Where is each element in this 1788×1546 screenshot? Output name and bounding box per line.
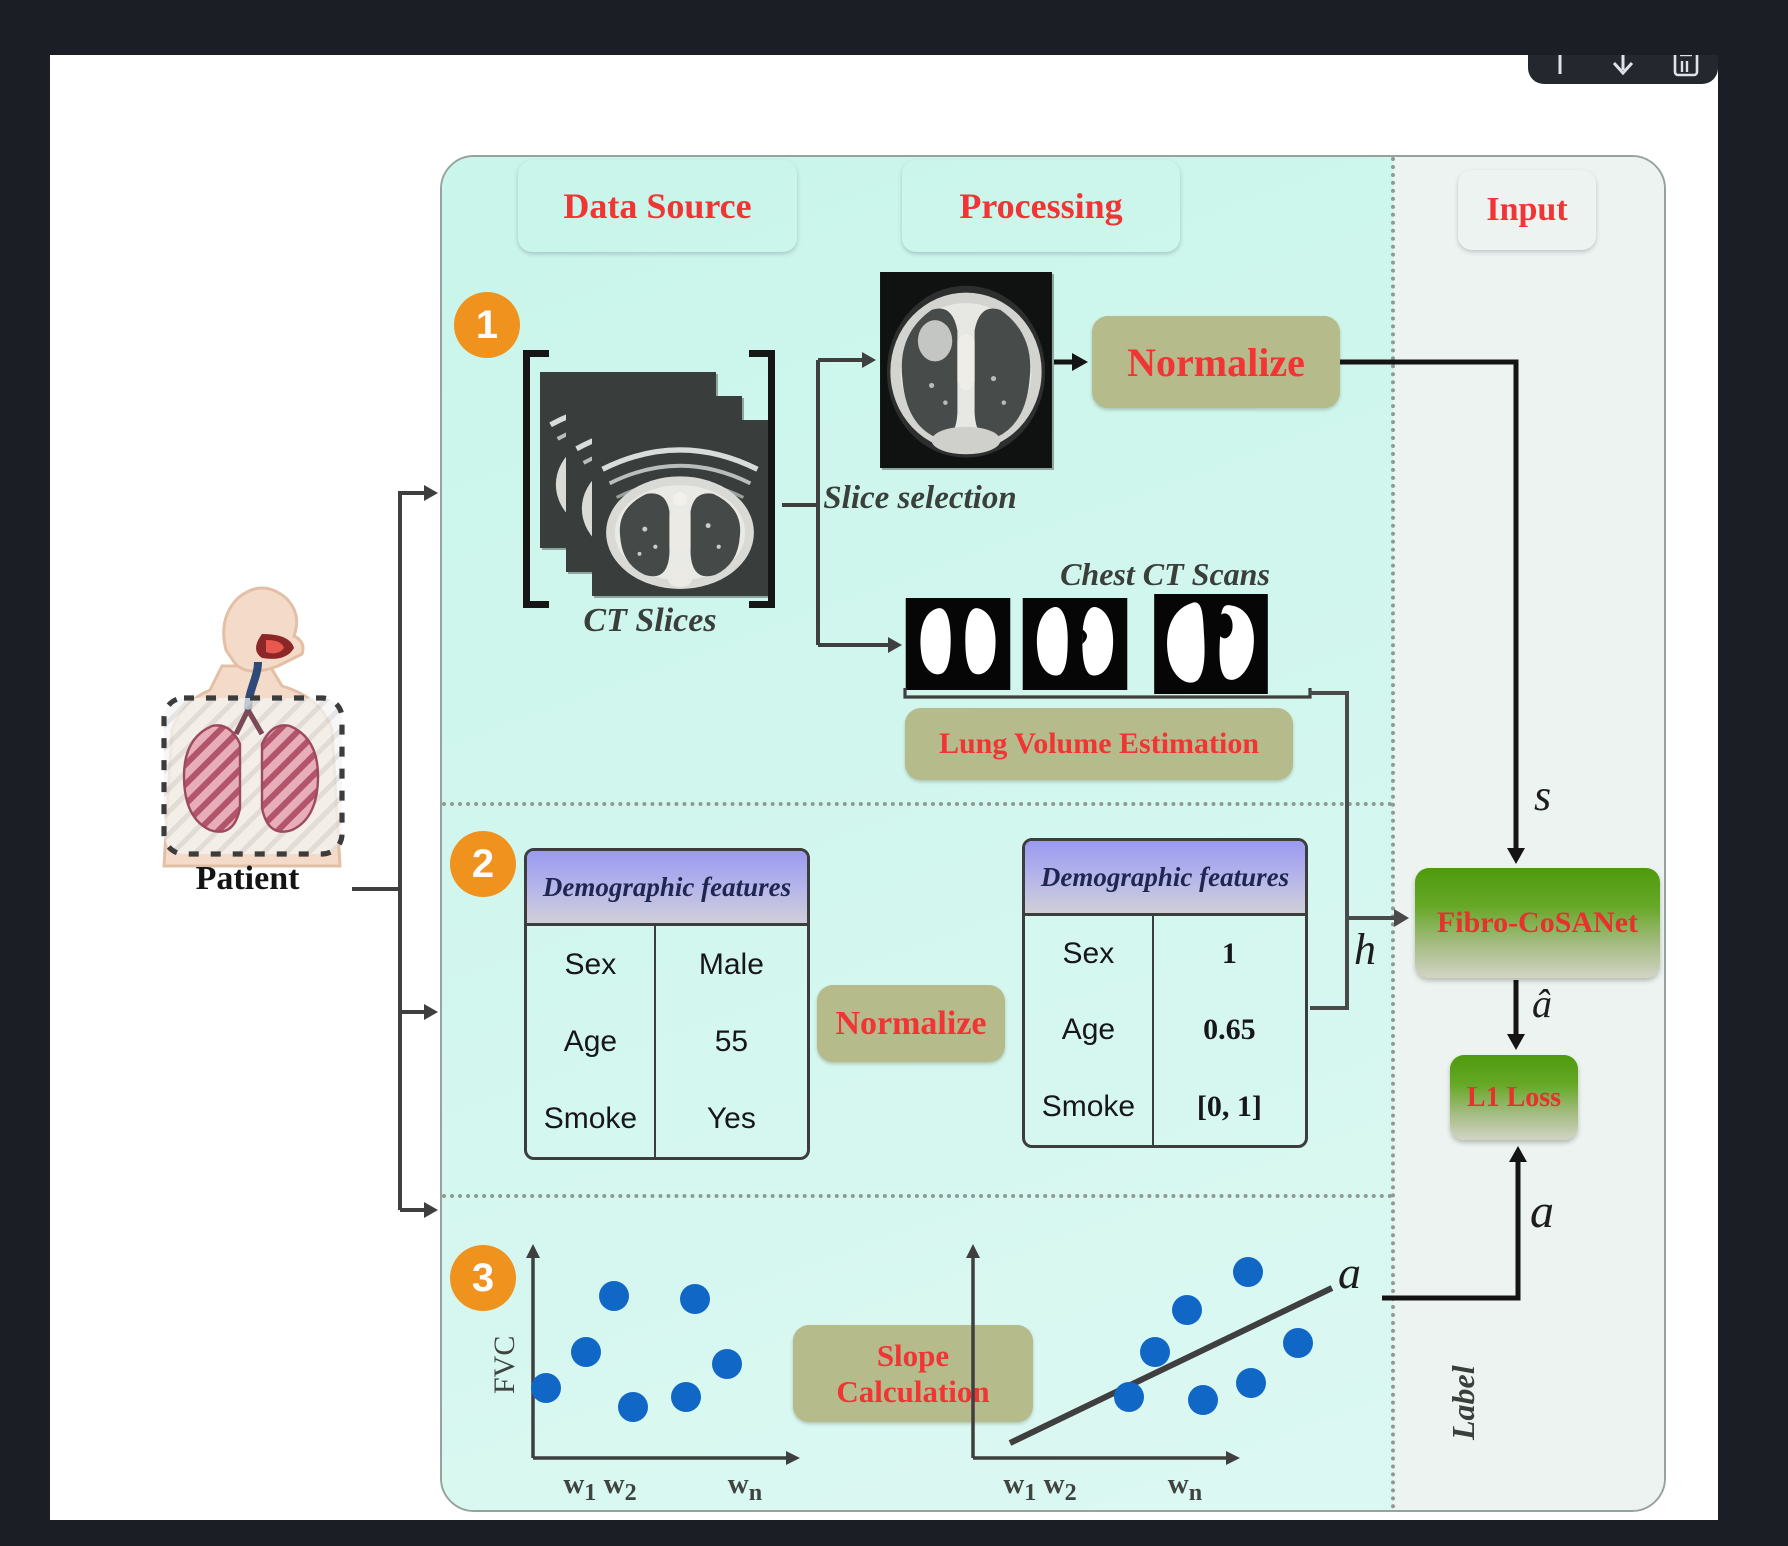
x-ticks-w1w2-raw: w1 w2 <box>563 1468 637 1506</box>
step-badge-1: 1 <box>454 292 520 358</box>
stack-bracket-left <box>523 350 549 608</box>
lung-mask-image-1 <box>905 598 1011 690</box>
normalize-demographics-box: Normalize <box>817 985 1005 1062</box>
fvc-axis-label-raw: FVC <box>488 1335 521 1395</box>
step-badge-2: 2 <box>450 831 516 897</box>
slope-a-annotation: a <box>1338 1247 1361 1298</box>
section-divider-1 <box>442 802 1393 806</box>
demographic-table-raw: Demographic features Sex Male Age 55 Smo… <box>524 848 810 1160</box>
chest-ct-scans-caption: Chest CT Scans <box>1060 556 1270 592</box>
a-target-label: a <box>1530 1185 1554 1238</box>
slice-selection-image <box>880 272 1052 468</box>
x-tick-wn-raw: wn <box>727 1468 763 1506</box>
ct-slice-image-front <box>592 420 768 596</box>
table-row: Age 0.65 <box>1025 992 1305 1069</box>
x-tick-wn-fit: wn <box>1167 1468 1203 1506</box>
table-row: Smoke [0, 1] <box>1025 1068 1305 1145</box>
slope-calculation-box: Slope Calculation <box>793 1325 1033 1422</box>
panel-right-background <box>1393 157 1664 1510</box>
label-column-caption: Label <box>1445 1365 1481 1440</box>
slice-selection-caption: Slice selection <box>823 480 1017 516</box>
lung-mask-image-2 <box>1022 598 1128 690</box>
step-badge-3: 3 <box>450 1245 516 1311</box>
x-ticks-w1w2-fit: w1 w2 <box>1003 1468 1077 1506</box>
viewer-top-frame <box>0 0 1788 55</box>
table-row: Sex 1 <box>1025 916 1305 993</box>
stack-bracket-right <box>749 350 775 608</box>
patient-illustration <box>161 586 345 868</box>
normalize-image-box: Normalize <box>1092 316 1340 408</box>
header-input: Input <box>1458 170 1596 250</box>
fibro-cosanet-model-box: Fibro-CoSANet <box>1415 868 1660 978</box>
s-input-label: s <box>1534 771 1552 820</box>
ct-slices-caption: CT Slices <box>583 602 717 639</box>
diagram-panel <box>440 155 1666 1512</box>
table-title: Demographic features <box>527 851 807 926</box>
header-data-source: Data Source <box>518 160 797 252</box>
section-divider-2 <box>442 1194 1393 1198</box>
a-hat-prediction-label: â <box>1532 981 1552 1026</box>
patient-caption: Patient <box>195 860 300 897</box>
l1-loss-box: L1 Loss <box>1450 1055 1578 1140</box>
lung-volume-estimation-box: Lung Volume Estimation <box>905 708 1293 780</box>
demographic-table-normalized: Demographic features Sex 1 Age 0.65 Smok… <box>1022 838 1308 1148</box>
table-row: Age 55 <box>527 1003 807 1080</box>
h-input-label: h <box>1354 925 1376 974</box>
input-column-divider <box>1391 157 1395 1510</box>
table-row: Sex Male <box>527 926 807 1003</box>
table-title: Demographic features <box>1025 841 1305 916</box>
lung-mask-image-3 <box>1154 594 1268 694</box>
table-row: Smoke Yes <box>527 1080 807 1157</box>
header-processing: Processing <box>902 160 1180 252</box>
